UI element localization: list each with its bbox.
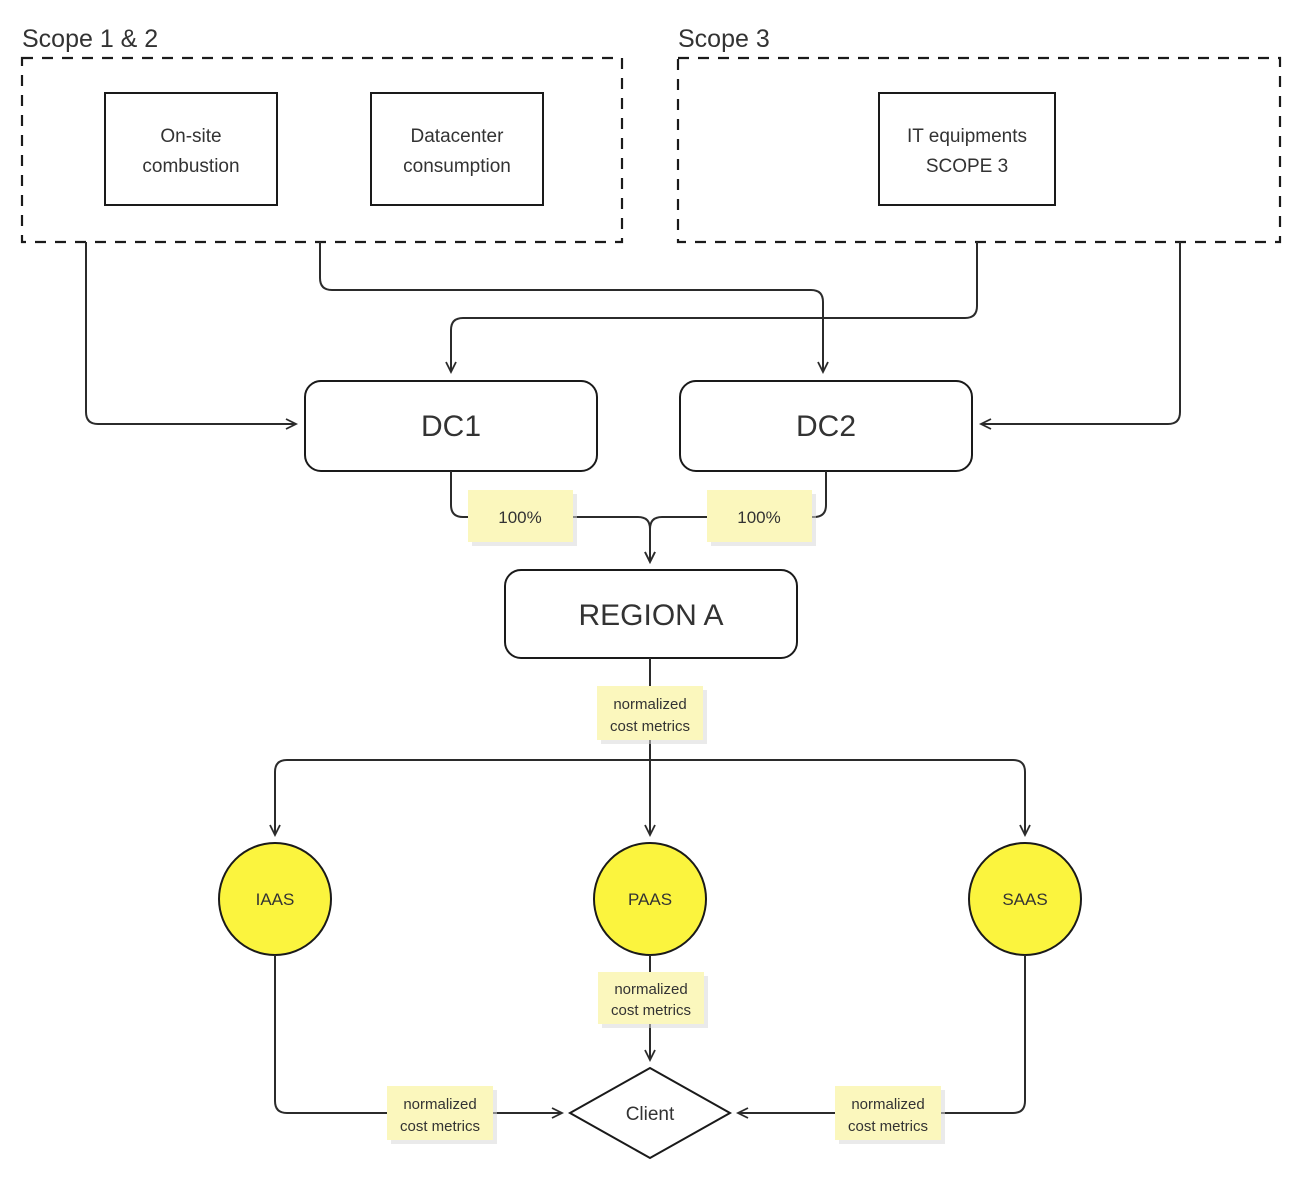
dc2-label: DC2 [796, 410, 856, 443]
edge-itequip-to-dc2 [978, 242, 1181, 430]
dc1-percent-note [468, 490, 573, 542]
iaas-metrics-note [387, 1086, 493, 1140]
it-equipments-label-line1: IT equipments [907, 126, 1027, 147]
datacenter-consumption-box[interactable] [370, 92, 544, 206]
iaas-metrics-label-line1: normalized [403, 1096, 476, 1113]
edge-saas-to-client [735, 955, 1026, 1119]
paas-metrics-note [598, 972, 704, 1024]
client-node[interactable] [567, 1066, 733, 1160]
paas-label: PAAS [628, 890, 672, 909]
scope-1-2-group-boundary [20, 56, 624, 244]
edge-iaas-to-client [274, 955, 565, 1119]
saas-metrics-label-line1: normalized [851, 1096, 924, 1113]
paas-metrics-label-line2: cost metrics [611, 1002, 691, 1019]
it-equipments-scope3-box[interactable] [878, 92, 1056, 206]
region-metrics-label-line2: cost metrics [610, 718, 690, 735]
onsite-combustion-label-line1: On-site [160, 126, 221, 147]
edge-datacenter-to-dc2 [319, 242, 829, 375]
dc1-percent-label: 100% [498, 508, 541, 527]
datacenter-consumption-label-line1: Datacenter [411, 126, 505, 147]
onsite-combustion-box[interactable] [104, 92, 278, 206]
dc1-label: DC1 [421, 410, 481, 443]
it-equipments-label-line2: SCOPE 3 [926, 156, 1008, 177]
saas-label: SAAS [1002, 890, 1047, 909]
edge-bus-to-iaas [269, 759, 651, 838]
edge-bus-to-saas [649, 759, 1031, 838]
paas-metrics-label-line1: normalized [614, 981, 687, 998]
region-metrics-label-line1: normalized [613, 696, 686, 713]
scope-1-2-title: Scope 1 & 2 [22, 25, 158, 53]
edge-itequip-to-dc1 [445, 242, 978, 375]
scope-3-title: Scope 3 [678, 25, 770, 53]
region-metrics-note [597, 686, 703, 740]
region-a-label: REGION A [578, 599, 723, 632]
dc2-percent-note [707, 490, 812, 542]
client-label: Client [626, 1104, 675, 1125]
datacenter-consumption-label-line2: consumption [403, 156, 511, 177]
saas-metrics-label-line2: cost metrics [848, 1118, 928, 1135]
iaas-metrics-label-line2: cost metrics [400, 1118, 480, 1135]
dc2-percent-label: 100% [737, 508, 780, 527]
onsite-combustion-label-line2: combustion [142, 156, 239, 177]
edge-onsite-to-dc1 [85, 242, 299, 430]
iaas-label: IAAS [256, 890, 295, 909]
saas-metrics-note [835, 1086, 941, 1140]
scope-3-group-boundary [676, 56, 1282, 244]
